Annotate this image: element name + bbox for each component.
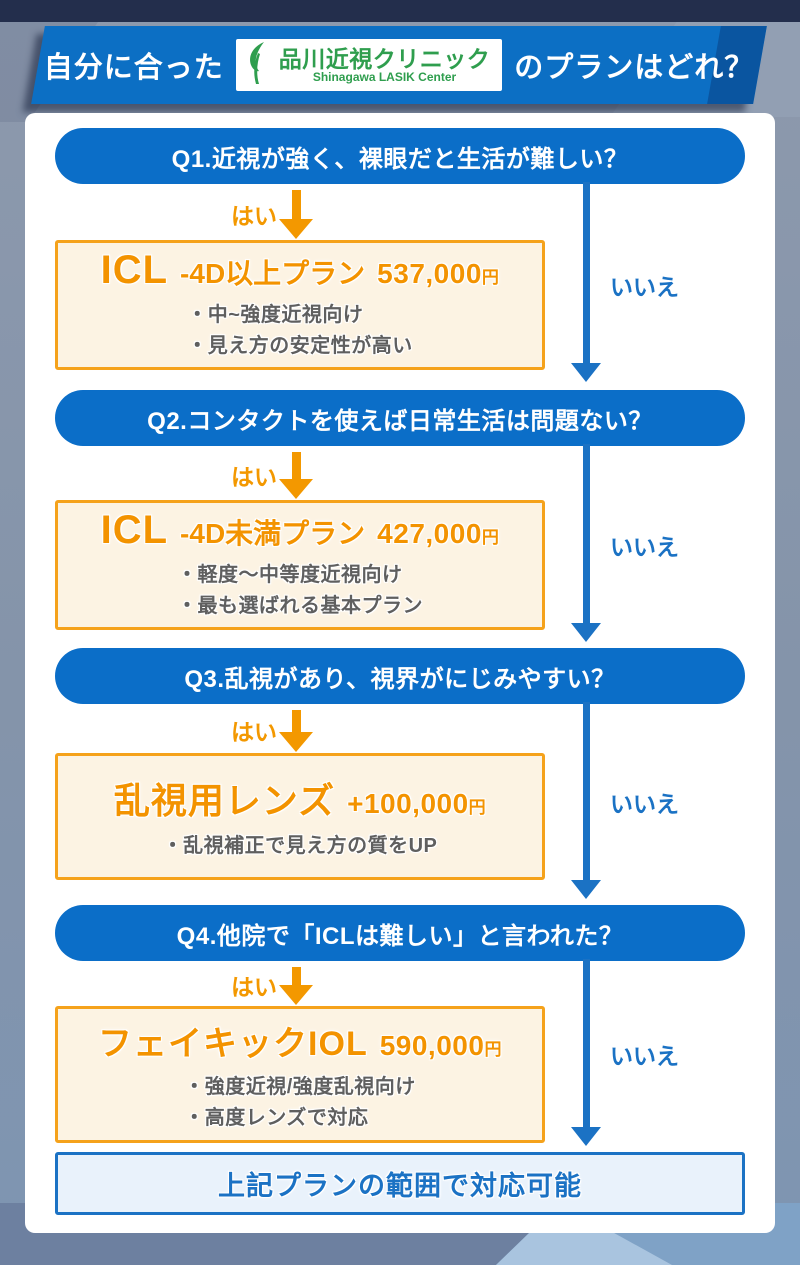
yes-arrowhead-icon (279, 985, 313, 1005)
yes-arrow-icon (292, 967, 301, 987)
plan-name: ICL (100, 248, 169, 292)
plan-price: 537,000円 (377, 258, 500, 289)
plan-bullets: ・軽度〜中等度近視向け ・最も選ばれる基本プラン (177, 560, 423, 622)
no-label-q3: いいえ (610, 791, 679, 817)
yes-arrow-icon (292, 710, 301, 734)
plan-bullet: ・高度レンズで対応 (184, 1106, 369, 1129)
yes-arrow-icon (292, 452, 301, 481)
leaf-icon (244, 41, 272, 90)
yes-arrow-icon (292, 190, 301, 221)
yes-label-q3: はい (231, 719, 277, 745)
plan-bullet: ・見え方の安定性が高い (187, 335, 413, 357)
plan-variant: -4D未満プラン (180, 518, 366, 549)
plan-bullets: ・強度近視/強度乱視向け ・高度レンズで対応 (184, 1072, 416, 1134)
clinic-logo-subname: Shinagawa LASIK Center (312, 69, 457, 84)
no-label-q2: いいえ (610, 534, 679, 560)
plan-price-unit: 円 (481, 268, 500, 287)
plan-bullet: ・中~強度近視向け (187, 304, 364, 326)
no-arrowhead-icon (571, 363, 601, 382)
plan-title: フェイキックIOL 590,000円 (98, 1016, 502, 1065)
yes-label-q1: はい (231, 203, 277, 229)
fallback-text: 上記プランの範囲で対応可能 (218, 1171, 582, 1201)
plan-price-unit: 円 (484, 1039, 502, 1059)
plan-title: ICL -4D以上プラン 537,000円 (101, 248, 500, 293)
plan-price-unit: 円 (468, 797, 487, 817)
plan-variant: -4D以上プラン (180, 258, 366, 289)
question-text: Q3.乱視があり、視界がにじみやすい？ (184, 665, 616, 693)
no-arrow-icon (583, 959, 590, 1128)
plan-box-toric-lens: 乱視用レンズ +100,000円 ・乱視補正で見え方の質をUP (55, 753, 545, 880)
plan-bullet: ・乱視補正で見え方の質をUP (162, 834, 438, 857)
plan-box-icl-under4d: ICL -4D未満プラン 427,000円 ・軽度〜中等度近視向け ・最も選ばれ… (55, 500, 545, 630)
plan-bullets: ・乱視補正で見え方の質をUP (163, 831, 438, 862)
no-arrow-icon (583, 702, 590, 881)
no-label-q4: いいえ (610, 1043, 679, 1069)
background-top-band (0, 0, 800, 22)
no-arrow-icon (583, 444, 590, 624)
plan-bullets: ・中~強度近視向け ・見え方の安定性が高い (187, 300, 413, 362)
plan-box-phakic-iol: フェイキックIOL 590,000円 ・強度近視/強度乱視向け ・高度レンズで対… (55, 1006, 545, 1143)
question-pill-q4: Q4.他院で「ICLは難しい」と言われた？ (55, 905, 745, 961)
question-text: Q2.コンタクトを使えば日常生活は問題ない？ (147, 407, 653, 435)
header-suffix: のプランはどれ？ (514, 52, 755, 84)
yes-label-q4: はい (231, 974, 277, 1000)
plan-price: 590,000円 (379, 1029, 502, 1061)
plan-bullet: ・軽度〜中等度近視向け (177, 564, 403, 586)
plan-bullet: ・強度近視/強度乱視向け (184, 1075, 416, 1098)
plan-price: +100,000円 (347, 787, 487, 819)
yes-arrowhead-icon (279, 732, 313, 752)
no-arrowhead-icon (571, 1127, 601, 1146)
question-text: Q1.近視が強く、裸眼だと生活が難しい？ (171, 145, 629, 173)
plan-title: 乱視用レンズ +100,000円 (114, 772, 486, 824)
fallback-box: 上記プランの範囲で対応可能 (55, 1152, 745, 1215)
question-text: Q4.他院で「ICLは難しい」と言われた？ (176, 922, 624, 950)
plan-name: ICL (100, 508, 169, 552)
clinic-logo: 品川近視クリニック Shinagawa LASIK Center (235, 39, 503, 91)
question-pill-q3: Q3.乱視があり、視界がにじみやすい？ (55, 648, 745, 704)
no-arrowhead-icon (571, 623, 601, 642)
plan-title: ICL -4D未満プラン 427,000円 (101, 508, 500, 553)
header: 自分に合った 品川近視クリニック Shinagawa LASIK Center … (38, 26, 760, 104)
clinic-logo-name: 品川近視クリニック (278, 45, 491, 72)
plan-price-unit: 円 (481, 528, 500, 547)
plan-price: 427,000円 (377, 518, 500, 549)
plan-name: フェイキックIOL (98, 1024, 368, 1063)
plan-box-icl-over4d: ICL -4D以上プラン 537,000円 ・中~強度近視向け ・見え方の安定性… (55, 240, 545, 370)
no-label-q1: いいえ (610, 274, 679, 300)
yes-arrowhead-icon (279, 479, 313, 499)
question-pill-q1: Q1.近視が強く、裸眼だと生活が難しい？ (55, 128, 745, 184)
no-arrowhead-icon (571, 880, 601, 899)
question-pill-q2: Q2.コンタクトを使えば日常生活は問題ない？ (55, 390, 745, 446)
yes-arrowhead-icon (279, 219, 313, 239)
header-prefix: 自分に合った (43, 52, 224, 84)
no-arrow-icon (583, 182, 590, 364)
plan-name: 乱視用レンズ (113, 779, 336, 821)
yes-label-q2: はい (231, 464, 277, 490)
plan-bullet: ・最も選ばれる基本プラン (177, 595, 423, 617)
